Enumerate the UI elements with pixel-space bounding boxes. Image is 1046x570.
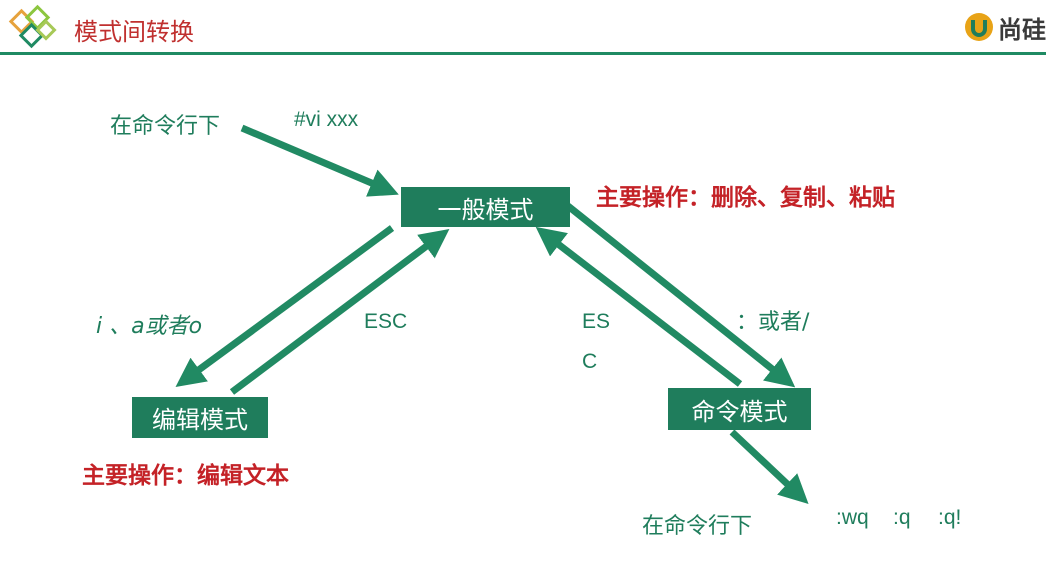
normal-ops-label: 主要操作：删除、复制、粘贴 bbox=[596, 185, 895, 211]
vi-command-label: #vi xxx bbox=[294, 108, 359, 131]
normal-mode-label: 一般模式 bbox=[437, 195, 534, 224]
slide-header: 模式间转换 尚硅 bbox=[0, 0, 1046, 56]
edit-mode-label: 编辑模式 bbox=[152, 406, 248, 434]
command-mode-box: 命令模式 bbox=[668, 388, 811, 430]
arrow-cmdline-to-normal bbox=[240, 124, 399, 197]
force-quit-command: :q! bbox=[938, 506, 962, 529]
arrow-edit-to-normal bbox=[229, 228, 450, 395]
arrow-normal-to-edit bbox=[175, 225, 395, 387]
cmdline-top-label: 在命令行下 bbox=[110, 114, 221, 139]
esc-right-label-line1: ES bbox=[582, 310, 611, 333]
slide-title: 模式间转换 bbox=[74, 18, 194, 46]
edit-mode-box: 编辑模式 bbox=[132, 397, 268, 438]
arrow-command-to-normal bbox=[535, 226, 743, 387]
normal-mode-box: 一般模式 bbox=[401, 187, 570, 227]
brand-u-icon bbox=[965, 13, 993, 41]
esc-right-label-line2: C bbox=[582, 350, 598, 373]
diamond-logo-icon bbox=[8, 4, 57, 49]
enter-edit-keys-label: i 、a或者o bbox=[96, 314, 203, 339]
arrow-command-to-cmdline bbox=[729, 429, 809, 505]
save-quit-command: :wq bbox=[836, 506, 869, 529]
arrow-normal-to-command bbox=[565, 203, 796, 388]
quit-command: :q bbox=[893, 506, 911, 529]
edit-ops-label: 主要操作：编辑文本 bbox=[82, 463, 289, 489]
command-mode-label: 命令模式 bbox=[691, 397, 788, 426]
cmdline-bottom-label: 在命令行下 bbox=[642, 514, 753, 539]
brand-text: 尚硅 bbox=[998, 15, 1046, 44]
header-divider bbox=[0, 52, 1046, 55]
enter-command-keys-label: ：或者/ bbox=[736, 310, 810, 335]
esc-left-label: ESC bbox=[364, 310, 408, 333]
brand-logo: 尚硅 bbox=[964, 10, 1046, 44]
